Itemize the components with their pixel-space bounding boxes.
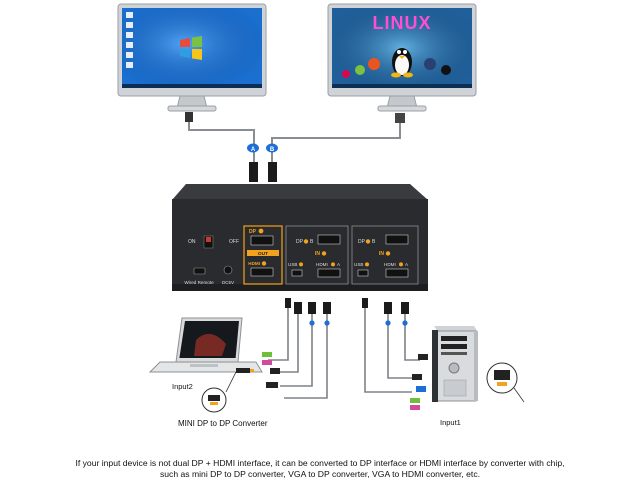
audio-connectors-left xyxy=(262,352,280,388)
svg-text:IN: IN xyxy=(315,251,320,257)
hdmi-plug-a xyxy=(249,162,258,182)
out-section xyxy=(243,225,283,285)
mini-dp-plug-icon xyxy=(236,368,254,373)
in2-dp-port xyxy=(317,234,341,245)
in1-dp-port xyxy=(385,234,409,245)
right-monitor: LINUX xyxy=(271,3,477,162)
linux-title: LINUX xyxy=(373,13,432,33)
svg-text:A: A xyxy=(405,262,409,267)
svg-text:OUT: OUT xyxy=(258,251,268,257)
kvm-bottom-plugs xyxy=(285,298,409,314)
on-label: ON xyxy=(188,239,196,245)
svg-text:HDMI: HDMI xyxy=(316,262,328,267)
out-hdmi-port xyxy=(250,267,274,277)
svg-text:HDMI: HDMI xyxy=(384,262,396,267)
svg-text:A: A xyxy=(251,147,256,153)
dp-plug-b xyxy=(268,162,277,182)
svg-text:DP: DP xyxy=(358,239,366,245)
dc-jack xyxy=(223,265,233,275)
hdmi-callout xyxy=(486,362,525,403)
svg-text:A: A xyxy=(337,262,341,267)
out-dp-port xyxy=(250,235,274,246)
desktop-icons xyxy=(126,12,133,68)
in1-usb-port xyxy=(357,269,369,277)
svg-text:DP: DP xyxy=(249,229,257,235)
input2-cables xyxy=(268,300,328,399)
laptop-icon xyxy=(148,317,263,373)
in2-section xyxy=(285,225,349,285)
input2-label: Input2 xyxy=(172,382,193,391)
audio-connectors-right xyxy=(410,354,428,410)
svg-text:B: B xyxy=(270,147,275,153)
kvm-bottom-tags xyxy=(309,320,408,326)
svg-text:HDMI: HDMI xyxy=(248,261,260,266)
in2-hdmi-port xyxy=(317,268,341,278)
caption-text: If your input device is not dual DP + HD… xyxy=(75,458,565,479)
wired-remote-port xyxy=(193,267,206,275)
converter-callout xyxy=(201,371,237,413)
input1-cables xyxy=(364,300,420,393)
wired-remote-label: Wired Remote xyxy=(184,280,214,285)
windows-logo-icon xyxy=(180,36,202,60)
in1-hdmi-port xyxy=(385,268,409,278)
svg-text:DP: DP xyxy=(296,239,304,245)
svg-text:IN: IN xyxy=(379,251,384,257)
svg-text:USB: USB xyxy=(288,262,297,267)
tux-penguin-icon xyxy=(391,48,413,78)
off-label: OFF xyxy=(229,239,239,245)
kvm-switch: ON OFF Wired Remote DC5V DP OUT HDMI DP … xyxy=(172,184,428,291)
in2-usb-port xyxy=(291,269,303,277)
in1-section xyxy=(351,225,419,285)
converter-label: MINI DP to DP Converter xyxy=(178,419,268,428)
svg-text:B: B xyxy=(310,239,314,245)
left-monitor xyxy=(117,3,267,162)
tower-pc-icon xyxy=(432,326,478,402)
cable-tag-a: A xyxy=(247,143,259,153)
svg-text:USB: USB xyxy=(354,262,363,267)
svg-text:B: B xyxy=(372,239,376,245)
distro-logos-icon xyxy=(342,58,451,78)
dc5v-label: DC5V xyxy=(222,280,235,285)
input1-label: Input1 xyxy=(440,418,461,427)
cable-tag-b: B xyxy=(266,143,278,153)
